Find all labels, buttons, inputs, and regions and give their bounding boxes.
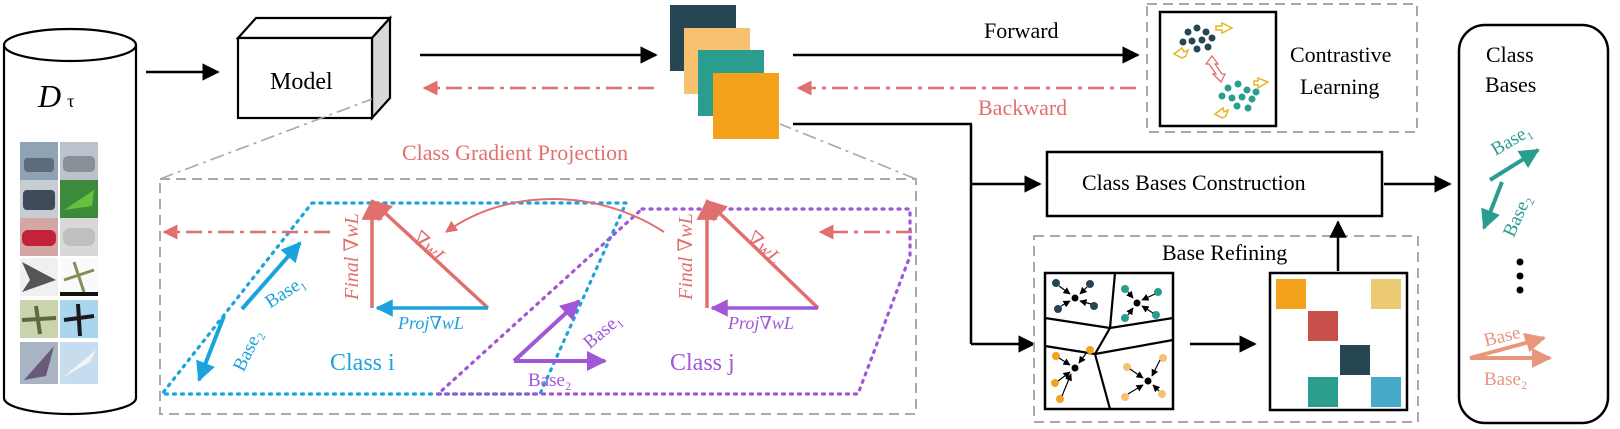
contrastive-line2: Learning bbox=[1300, 74, 1380, 99]
ellipsis-dot bbox=[1516, 258, 1524, 266]
salmon-base2-label: Base₂ bbox=[1484, 369, 1528, 390]
class-i-label: Class i bbox=[330, 350, 395, 376]
class-bases-line1: Class bbox=[1486, 42, 1534, 67]
dataset-thumbnails bbox=[20, 142, 98, 384]
class-j-label: Class j bbox=[670, 350, 735, 376]
teal-base2-arrow bbox=[1481, 181, 1504, 230]
projection-title: Class Gradient Projection bbox=[402, 140, 629, 165]
projection-panel bbox=[158, 98, 917, 415]
model-box bbox=[235, 15, 393, 121]
class-j-final-grad: Final ∇wL bbox=[675, 213, 697, 300]
class-j-base2-label: Base₂ bbox=[528, 370, 572, 391]
construction-box bbox=[1045, 150, 1384, 218]
similarity-matrix bbox=[1268, 271, 1409, 412]
salmon-base1-arrow bbox=[1469, 333, 1546, 360]
dataset-subscript: τ bbox=[67, 91, 75, 111]
dataset-symbol: D bbox=[38, 78, 62, 114]
curved-gradient-arrow bbox=[445, 198, 665, 233]
feature-stack bbox=[670, 5, 779, 139]
model-label: Model bbox=[270, 69, 333, 95]
class-bases-line2: Bases bbox=[1485, 72, 1537, 97]
construction-label: Class Bases Construction bbox=[1082, 170, 1306, 195]
backward-label: Backward bbox=[978, 95, 1068, 120]
teal-base1-arrow bbox=[1488, 148, 1540, 182]
ellipsis-dot bbox=[1516, 272, 1524, 280]
ellipsis-dot bbox=[1516, 286, 1524, 294]
contrastive-line1: Contrastive bbox=[1290, 42, 1392, 67]
class-i-final-grad: Final ∇wL bbox=[341, 213, 363, 300]
forward-label: Forward bbox=[984, 18, 1059, 43]
class-i-proj: Proj∇wL bbox=[398, 313, 464, 333]
contrastive-box bbox=[1146, 3, 1418, 133]
voronoi-panel bbox=[1043, 271, 1175, 411]
class-j-proj: Proj∇wL bbox=[728, 313, 794, 333]
refining-label: Base Refining bbox=[1162, 240, 1288, 265]
class-bases-panel bbox=[1457, 23, 1610, 425]
plane-image-6 bbox=[60, 342, 98, 384]
